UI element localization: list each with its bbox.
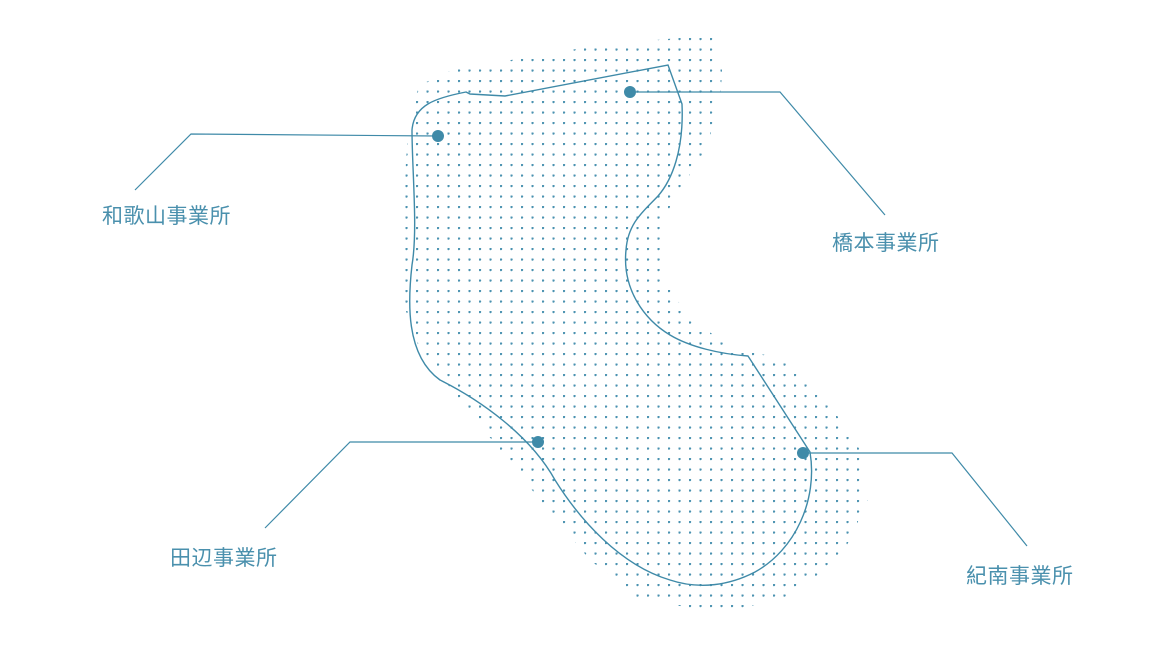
- label-wakayama-office: 和歌山事業所: [102, 204, 231, 228]
- marker-hashimoto[interactable]: [624, 86, 636, 98]
- dotted-area: [402, 35, 868, 612]
- marker-wakayama[interactable]: [432, 130, 444, 142]
- label-hashimoto-office: 橋本事業所: [832, 231, 940, 255]
- leader-line-hashimoto: [630, 91, 886, 216]
- leader-line-tanabe: [264, 441, 538, 529]
- leader-line-kinan: [803, 452, 1028, 547]
- leader-line-wakayama: [134, 133, 439, 191]
- marker-kinan[interactable]: [797, 447, 809, 459]
- label-tanabe-office: 田辺事業所: [170, 546, 278, 570]
- marker-tanabe[interactable]: [532, 436, 544, 448]
- label-kinan-office: 紀南事業所: [966, 564, 1074, 588]
- region-outline: [409, 64, 813, 586]
